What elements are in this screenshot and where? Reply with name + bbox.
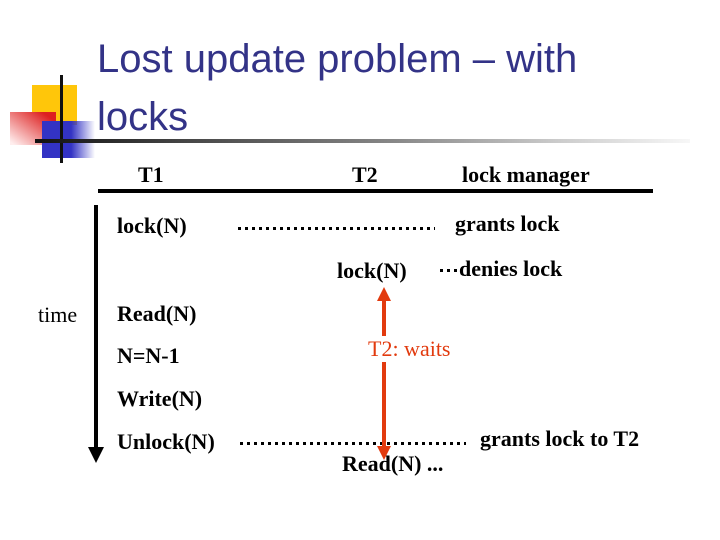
dotted-leader-grants-t2 xyxy=(240,442,466,445)
column-header-t1: T1 xyxy=(138,162,164,187)
column-header-t2: T2 xyxy=(352,162,378,187)
t1-read-op: Read(N) xyxy=(117,301,197,326)
page-title-line2: locks xyxy=(97,95,189,139)
t2-read-op: Read(N) ... xyxy=(342,451,444,476)
header-underline xyxy=(98,189,653,193)
t2-wait-arrow xyxy=(382,299,386,447)
t1-unlock-op: Unlock(N) xyxy=(117,429,215,454)
column-header-lock-manager: lock manager xyxy=(462,162,590,187)
title-divider-rule xyxy=(35,139,690,143)
time-axis-label: time xyxy=(38,302,78,327)
page-title-line1: Lost update problem – with xyxy=(97,37,578,81)
dotted-leader-grants xyxy=(238,227,435,230)
t2-wait-arrowhead-up-icon xyxy=(377,287,391,301)
dotted-leader-denies xyxy=(440,269,459,272)
manager-denies-lock-msg: denies lock xyxy=(459,256,563,281)
manager-grants-lock-msg: grants lock xyxy=(455,211,560,236)
t2-lock-op: lock(N) xyxy=(337,258,407,283)
time-arrowhead-icon xyxy=(88,447,104,463)
decoration-vertical-line xyxy=(60,75,63,163)
time-arrow xyxy=(94,205,98,448)
page-title: Lost update problem – with locks xyxy=(97,30,677,146)
manager-grants-lock-t2-msg: grants lock to T2 xyxy=(480,426,640,451)
t1-assign-op: N=N-1 xyxy=(117,343,180,368)
t2-waits-label: T2: waits xyxy=(366,336,453,362)
t1-lock-op: lock(N) xyxy=(117,213,187,238)
t2-wait-arrowhead-down-icon xyxy=(377,446,391,460)
t1-write-op: Write(N) xyxy=(117,386,203,411)
